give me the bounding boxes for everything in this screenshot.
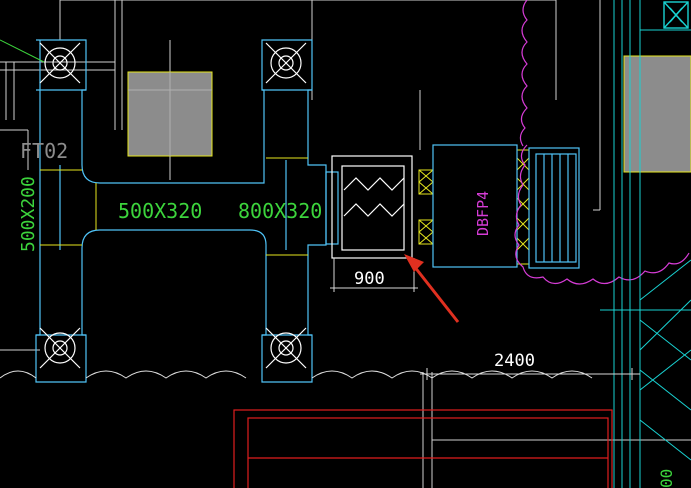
fan-symbol-icon <box>663 1 689 29</box>
diffuser-top-right <box>265 42 307 84</box>
outlet-grille <box>528 147 580 269</box>
duct-joints <box>40 157 308 256</box>
dim-900-label: 900 <box>354 269 385 289</box>
diffuser-top-left <box>39 42 81 84</box>
dim-2400-label: 2400 <box>494 351 535 371</box>
diffuser-bottom-right <box>265 327 307 369</box>
duct-500x320-label: 500X320 <box>118 199 202 223</box>
ceiling-arc-line <box>0 370 593 379</box>
duct-500x200-label: 500X200 <box>18 176 39 252</box>
diffuser-bottom-left <box>39 327 81 369</box>
ft02-label: FT02 <box>20 139 68 163</box>
duct-800x320-label: 800X320 <box>238 199 322 223</box>
right-edge-label: 00 <box>657 469 676 488</box>
fan-unit-box <box>432 144 518 268</box>
revision-cloud <box>514 0 690 285</box>
dimension-2400 <box>420 368 640 380</box>
right-structure <box>600 0 691 488</box>
annotation-arrow <box>404 254 460 323</box>
equipment-label: DBFP4 <box>474 191 492 236</box>
filter-unit <box>325 155 413 259</box>
leader-line <box>0 39 45 63</box>
gray-block-right <box>623 55 691 173</box>
duct-network <box>35 39 327 383</box>
red-room-outline <box>233 409 613 488</box>
